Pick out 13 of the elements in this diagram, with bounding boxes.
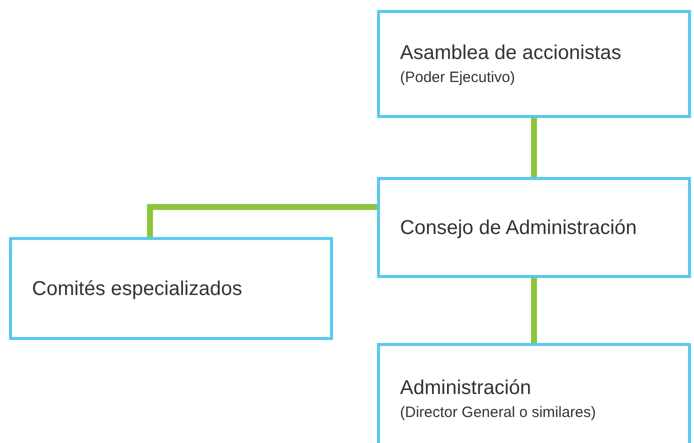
box-title: Administración [400,376,532,401]
connector-line [147,204,377,237]
box-title: Asamblea de accionistas [400,41,622,66]
org-box [377,10,691,118]
org-box [377,177,691,278]
connector-line [531,278,537,343]
org-box [9,237,333,340]
box-subtitle: (Director General o similares) [400,403,597,423]
box-title: Comités especializados [32,276,244,302]
box-subtitle: (Poder Ejecutivo) [400,68,516,88]
org-box [377,343,691,443]
connector-line [531,118,537,177]
box-title: Consejo de Administración [400,216,638,240]
